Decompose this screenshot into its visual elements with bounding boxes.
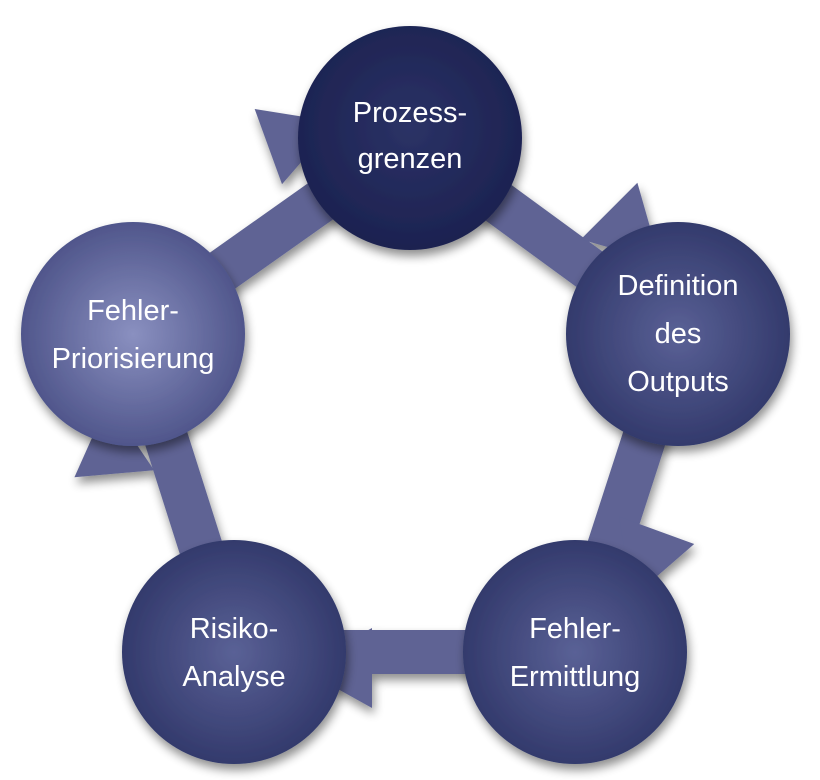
node-circle	[21, 222, 245, 446]
node-circle	[298, 26, 522, 250]
node-label-line: Outputs	[627, 366, 729, 398]
node-label-line: Fehler-	[529, 613, 621, 645]
node-label-line: Analyse	[182, 661, 285, 693]
node-label-line: grenzen	[358, 143, 463, 175]
node-label-line: Risiko-	[190, 613, 279, 645]
node-fehler-priorisierung: Fehler- Priorisierung	[21, 222, 245, 446]
node-prozessgrenzen: Prozess- grenzen	[298, 26, 522, 250]
node-circle	[122, 540, 346, 764]
node-label-line: Prozess-	[353, 97, 467, 129]
node-label-line: Fehler-	[87, 295, 179, 327]
node-circle	[566, 222, 790, 446]
node-circle	[463, 540, 687, 764]
node-fehler-ermittlung: Fehler- Ermittlung	[463, 540, 687, 764]
node-label-line: des	[655, 318, 702, 350]
node-definition-outputs: Definition des Outputs	[566, 222, 790, 446]
node-label-line: Priorisierung	[52, 343, 215, 375]
node-label-line: Definition	[618, 270, 739, 302]
node-label-line: Ermittlung	[510, 661, 641, 693]
node-risiko-analyse: Risiko- Analyse	[122, 540, 346, 764]
